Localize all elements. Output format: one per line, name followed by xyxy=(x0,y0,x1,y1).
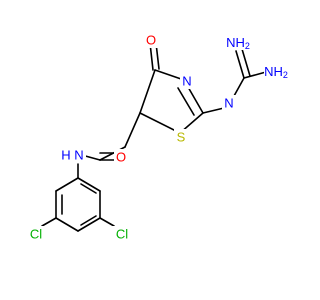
atom-cl-left: Cl xyxy=(26,226,46,242)
bond-arom-inner-3 xyxy=(80,183,97,194)
bond-ar1-ar2 xyxy=(55,177,79,192)
molecule-diagram: O N S N NH2 NH2 xyxy=(26,32,294,242)
bond-ar6-ar1 xyxy=(77,177,101,192)
bond-ar4-ar5 xyxy=(77,217,101,232)
bond-ar3-ar4 xyxy=(55,217,79,232)
atom-nh2-right: NH2 xyxy=(264,63,294,80)
structure-svg: O N S N NH2 NH2 xyxy=(26,32,294,242)
atom-nh-amide-n-label: N xyxy=(74,148,83,163)
bond-c5-ch2 xyxy=(124,112,141,148)
bond-ar3-cl xyxy=(41,217,57,227)
atom-cl-right: Cl xyxy=(112,226,132,242)
atom-o-amide-label: O xyxy=(116,150,126,165)
bond-n3-c2-double-inner xyxy=(177,87,195,116)
atom-nh2-right-label: NH2 xyxy=(264,64,288,81)
bonds xyxy=(41,42,267,232)
bond-c4-n3 xyxy=(154,69,185,81)
atom-nh2-top-label: NH2 xyxy=(226,35,250,52)
atom-o-ring-carbonyl-label: O xyxy=(146,33,156,48)
atom-o-amide: O xyxy=(114,149,128,165)
atom-cl-left-label: Cl xyxy=(30,227,42,242)
bond-s1-c5 xyxy=(139,112,181,134)
bond-cguan-nh2-top-double-2 xyxy=(241,48,251,77)
atom-s-ring: S xyxy=(174,129,188,145)
atom-n-ring-label: N xyxy=(182,74,191,89)
atom-n-ring: N xyxy=(180,73,194,89)
bond-arom-inner-2 xyxy=(80,215,97,226)
atom-nh-amide: H N xyxy=(58,147,86,163)
bond-c2-n-imine xyxy=(202,107,225,114)
atom-n-imine-label: N xyxy=(224,96,233,111)
atom-n-imine: N xyxy=(222,95,236,111)
bond-cguan-nh2-right xyxy=(243,71,267,79)
atom-s-ring-label: S xyxy=(177,130,186,145)
bond-n-imine-cguan xyxy=(233,77,245,97)
bond-ar5-cl xyxy=(99,217,115,227)
atom-labels: O N S N NH2 NH2 xyxy=(26,32,294,242)
bond-c5-c4 xyxy=(139,69,156,114)
atom-o-ring-carbonyl: O xyxy=(144,32,158,48)
atom-nh-amide-h-label: H xyxy=(61,148,70,163)
bond-cguan-nh2-top-double xyxy=(235,50,245,79)
atom-cl-right-label: Cl xyxy=(116,227,128,242)
atom-nh2-top: NH2 xyxy=(226,34,254,51)
